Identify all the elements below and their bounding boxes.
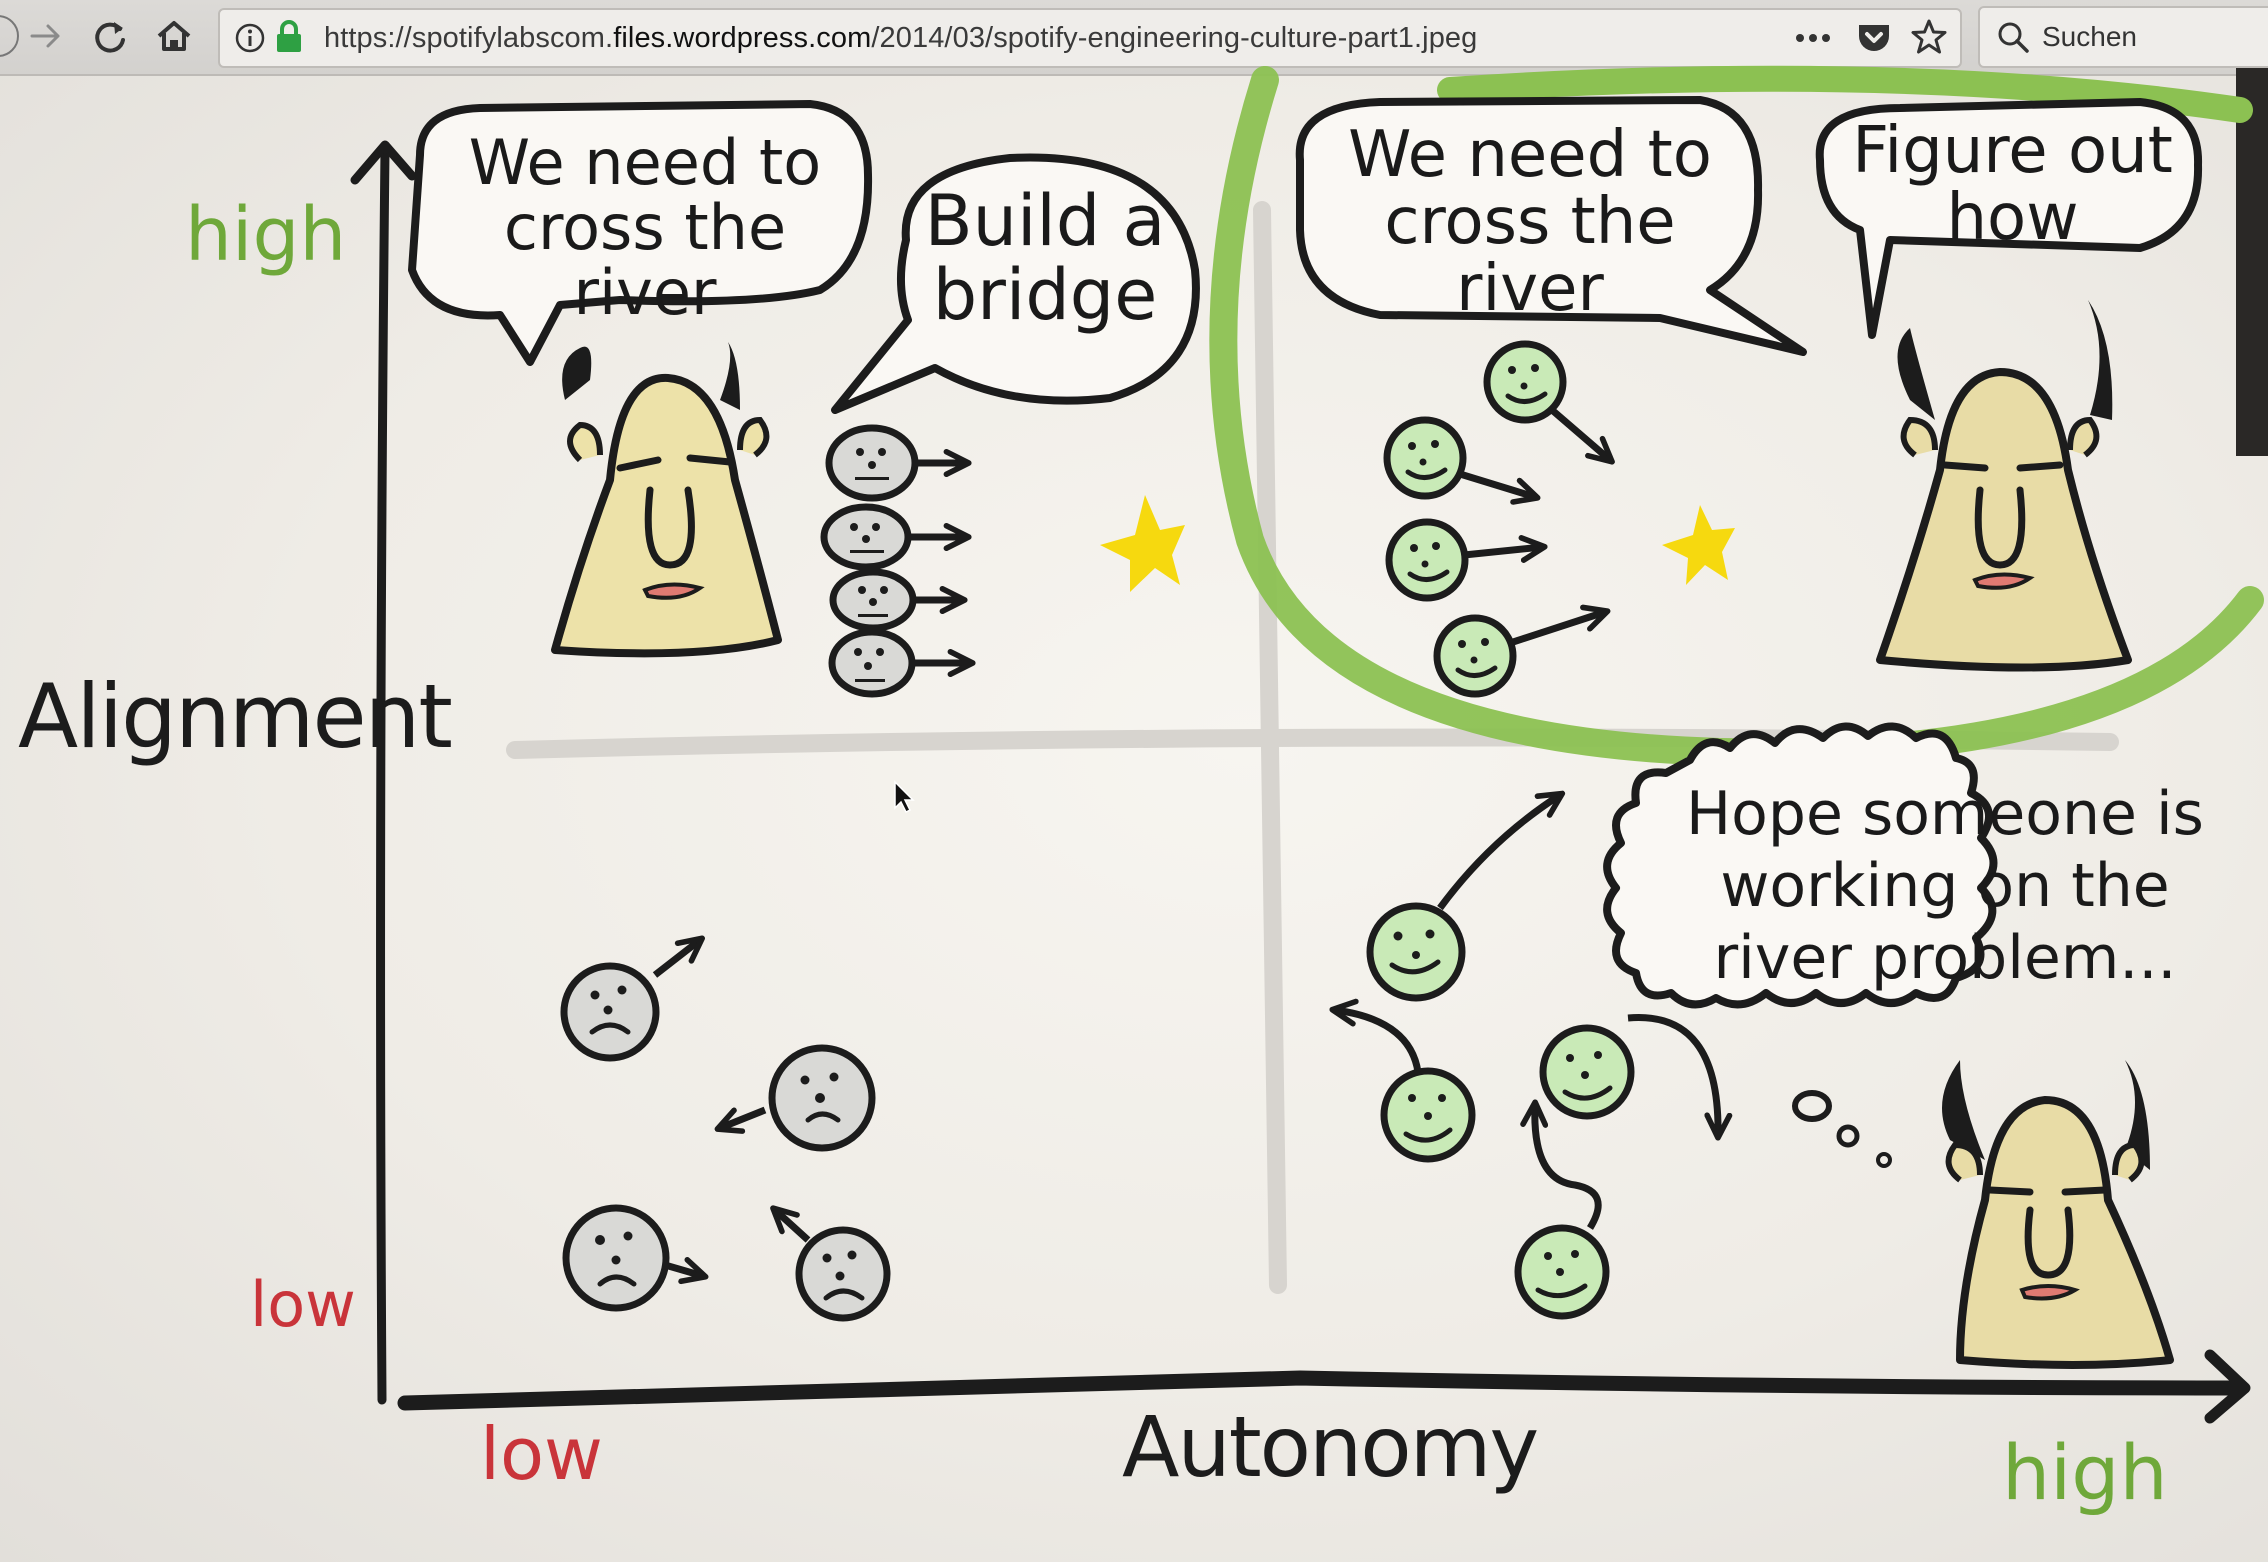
star-tr <box>1662 505 1735 585</box>
y-axis-high-label: high <box>185 192 347 278</box>
x-axis <box>397 1370 2248 1411</box>
lock-icon <box>277 20 301 52</box>
y-axis-label: Alignment <box>18 665 453 768</box>
speech-tr-leader-2-text: Figure out how <box>1852 114 2173 256</box>
speech-bubble-tl-team <box>831 153 1200 414</box>
search-icon <box>1998 22 2029 53</box>
speech-bubble-tl-leader <box>408 100 873 366</box>
x-axis-high-label: high <box>2002 1428 2168 1517</box>
star-tl <box>1100 495 1185 592</box>
vertical-divider <box>1253 201 1287 1294</box>
forward-button[interactable] <box>24 14 68 58</box>
highlight-ring <box>1209 66 2264 767</box>
team-tr <box>1383 340 1567 698</box>
y-axis <box>376 145 390 1405</box>
y-axis-low-label: low <box>250 1268 356 1341</box>
search-box[interactable]: Suchen <box>1978 6 2268 68</box>
pocket-icon[interactable] <box>1856 20 1892 56</box>
more-icon[interactable] <box>1794 28 1834 48</box>
team-bl <box>560 962 891 1322</box>
back-icon <box>0 15 19 57</box>
reload-button[interactable] <box>88 14 132 58</box>
address-bar[interactable]: https://spotifylabscom.files.wordpress.c… <box>218 8 1962 68</box>
bookmark-star-icon[interactable] <box>1910 18 1948 56</box>
info-icon[interactable] <box>234 22 266 54</box>
x-axis-label: Autonomy <box>1122 1398 1539 1496</box>
speech-tl-team-text: Build a bridge <box>924 180 1166 336</box>
window-edge <box>2236 68 2268 456</box>
forward-icon <box>30 24 60 48</box>
thought-cloud-br <box>1603 722 1998 1009</box>
speech-bubble-tr-leader-2 <box>1815 98 2203 339</box>
leader-br <box>1942 1060 2174 1369</box>
search-placeholder: Suchen <box>2042 21 2137 52</box>
leader-tl <box>551 342 782 658</box>
leader-tr <box>1876 300 2132 672</box>
home-icon <box>157 21 191 51</box>
team-br <box>1366 902 1635 1320</box>
mouse-cursor <box>894 780 915 814</box>
url-text[interactable]: https://spotifylabscom.files.wordpress.c… <box>324 22 1478 54</box>
speech-tr-leader-text: We need to cross the river <box>1348 118 1712 327</box>
reload-icon <box>95 22 125 53</box>
speech-bubble-tr-leader <box>1295 96 1807 356</box>
x-axis-low-label: low <box>480 1412 603 1496</box>
browser-toolbar: https://spotifylabscom.files.wordpress.c… <box>0 0 2268 76</box>
thought-br-text: Hope someone is working on the river pro… <box>1686 779 2204 993</box>
home-button[interactable] <box>152 14 196 58</box>
speech-tl-leader-text: We need to cross the river <box>468 126 822 330</box>
back-button[interactable] <box>0 14 30 58</box>
